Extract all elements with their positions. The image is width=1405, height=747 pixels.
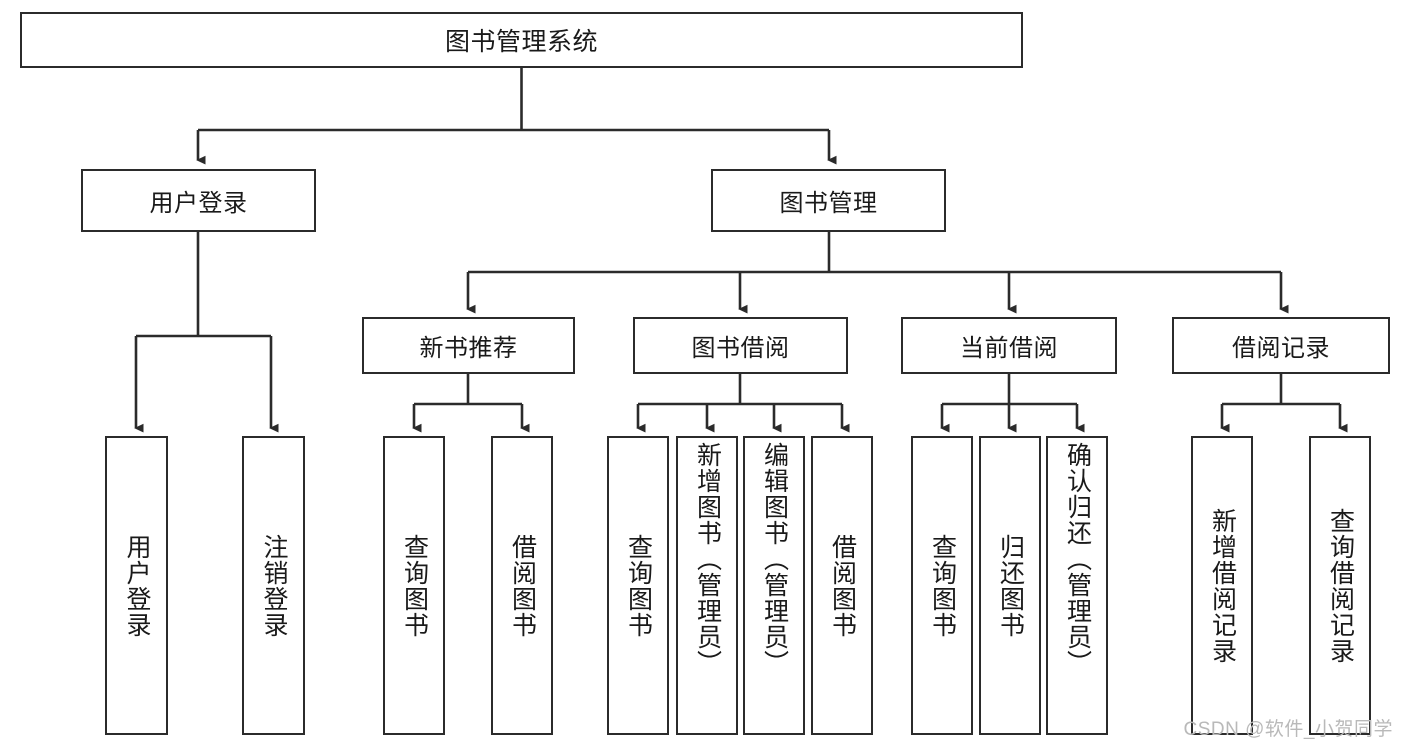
node-new-book-recommend-label: 新书推荐 (419, 335, 518, 362)
node-leaf-user-logout-label: 注销登录 (260, 533, 288, 638)
node-leaf-return-book[interactable]: 归还图书 (979, 436, 1041, 735)
node-leaf-borrow-book-2-label: 借阅图书 (828, 533, 857, 638)
node-leaf-query-book-1[interactable]: 查询图书 (383, 436, 445, 735)
node-leaf-user-logout[interactable]: 注销登录 (242, 436, 305, 735)
node-user-login[interactable]: 用户登录 (81, 169, 316, 232)
node-root[interactable]: 图书管理系统 (20, 12, 1023, 68)
node-leaf-add-record[interactable]: 新增借阅记录 (1191, 436, 1253, 735)
node-leaf-query-book-2[interactable]: 查询图书 (607, 436, 669, 735)
node-leaf-add-record-label: 新增借阅记录 (1208, 507, 1237, 664)
node-book-management[interactable]: 图书管理 (711, 169, 946, 232)
node-leaf-query-record[interactable]: 查询借阅记录 (1309, 436, 1371, 735)
node-leaf-query-record-label: 查询借阅记录 (1326, 507, 1355, 664)
node-current-borrow-label: 当前借阅 (960, 335, 1058, 362)
node-leaf-user-login-label: 用户登录 (123, 533, 151, 638)
node-leaf-user-login[interactable]: 用户登录 (105, 436, 168, 735)
node-leaf-edit-book[interactable]: 编辑图书（管理员） (743, 436, 805, 735)
node-leaf-return-book-label: 归还图书 (996, 533, 1025, 638)
node-leaf-query-book-3-label: 查询图书 (928, 533, 957, 638)
node-leaf-add-book-label: 新增图书（管理员） (693, 442, 722, 676)
node-current-borrow[interactable]: 当前借阅 (901, 317, 1117, 374)
node-borrow-record[interactable]: 借阅记录 (1172, 317, 1390, 374)
node-user-login-label: 用户登录 (149, 190, 248, 217)
node-book-borrow[interactable]: 图书借阅 (633, 317, 848, 374)
node-leaf-confirm-return-label: 确认归还（管理员） (1063, 442, 1092, 676)
node-book-management-label: 图书管理 (779, 190, 878, 217)
node-leaf-borrow-book-1[interactable]: 借阅图书 (491, 436, 553, 735)
node-leaf-query-book-2-label: 查询图书 (624, 533, 653, 638)
node-new-book-recommend[interactable]: 新书推荐 (362, 317, 575, 374)
watermark-text: CSDN @软件_小贺同学 (1183, 719, 1393, 740)
node-leaf-borrow-book-2[interactable]: 借阅图书 (811, 436, 873, 735)
node-leaf-add-book[interactable]: 新增图书（管理员） (676, 436, 738, 735)
node-leaf-borrow-book-1-label: 借阅图书 (508, 533, 537, 638)
node-borrow-record-label: 借阅记录 (1232, 335, 1330, 362)
node-root-label: 图书管理系统 (444, 28, 598, 56)
node-leaf-confirm-return[interactable]: 确认归还（管理员） (1046, 436, 1108, 735)
node-leaf-query-book-3[interactable]: 查询图书 (911, 436, 973, 735)
node-leaf-edit-book-label: 编辑图书（管理员） (760, 442, 789, 676)
node-leaf-query-book-1-label: 查询图书 (400, 533, 429, 638)
node-book-borrow-label: 图书借阅 (691, 335, 790, 362)
